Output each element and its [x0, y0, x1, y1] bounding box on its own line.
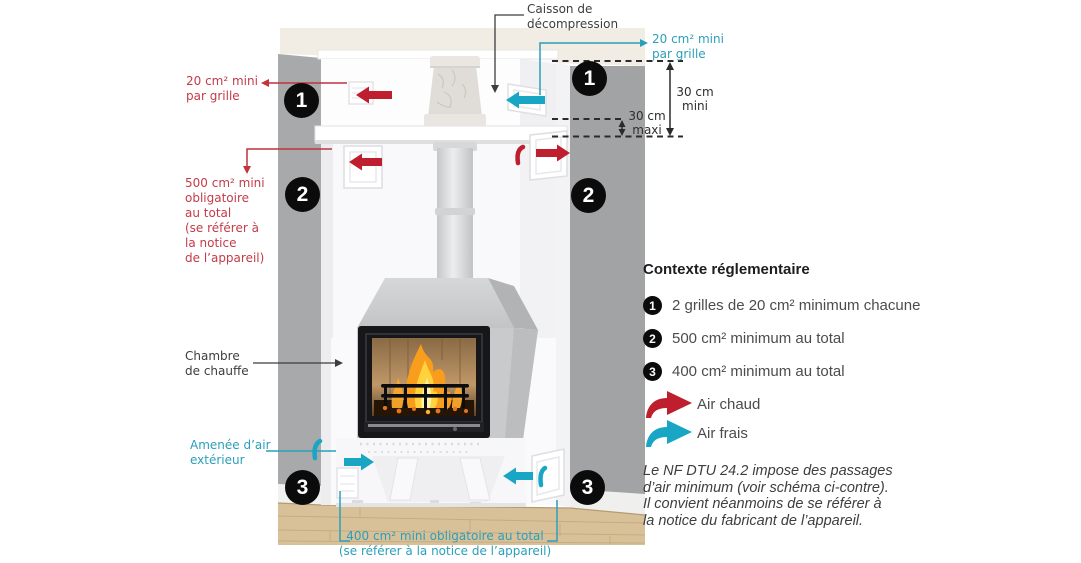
badge-2-right: 2	[571, 178, 606, 213]
badge-1-left: 1	[284, 83, 319, 118]
grille-bottom-left	[336, 467, 359, 499]
grille-mid-left	[343, 145, 383, 189]
hot-air-arrow-icon	[356, 86, 392, 104]
air-chaud-arrow-icon	[646, 391, 692, 418]
floor-planks	[277, 506, 646, 544]
grille-top-right-label: 20 cm² mini par grille	[652, 32, 724, 61]
flames	[391, 344, 463, 408]
badge-2-left: 2	[285, 177, 320, 212]
total-500-label: 500 cm² mini obligatoire au total (se ré…	[185, 176, 265, 265]
firebox	[358, 326, 490, 438]
legend-badge-3: 3	[643, 362, 662, 381]
grille-bottom-right	[531, 448, 565, 503]
legend-badge-1: 1	[643, 296, 662, 315]
chambre-label: Chambre de chauffe	[185, 349, 249, 378]
leader-lines	[243, 14, 683, 542]
caisson-label: Caisson de décompression	[527, 2, 619, 31]
total-400-label: 400 cm² mini obligatoire au total (se ré…	[338, 529, 552, 558]
chimney-pot	[424, 56, 486, 126]
fresh-air-arrow-icon	[344, 453, 374, 471]
legend-arrow-icons	[646, 391, 692, 447]
fresh-air-arrow-icon	[506, 91, 545, 109]
dim-30cm-mini: 30 cm mini	[676, 85, 714, 113]
air-frais-label: Air frais	[697, 425, 748, 442]
air-frais-arrow-icon	[646, 420, 692, 447]
legend-item-1: 2 grilles de 20 cm² minimum chacune	[672, 297, 921, 314]
embers	[382, 405, 468, 415]
hood	[357, 278, 514, 328]
air-chaud-label: Air chaud	[697, 396, 761, 413]
badge-1-right: 1	[572, 61, 607, 96]
flue-pipe	[433, 142, 477, 282]
base-pedestal	[336, 438, 526, 507]
airflow-arrows	[312, 86, 570, 488]
dim-30cm-maxi: 30 cm maxi	[628, 109, 666, 137]
legend-title: Contexte réglementaire	[643, 261, 810, 278]
fresh-air-arrow-icon	[503, 467, 533, 485]
hot-air-arrow-icon	[536, 144, 570, 162]
grille-left-label: 20 cm² mini par grille	[186, 74, 258, 103]
legend-item-2: 500 cm² minimum au total	[672, 330, 845, 347]
fireplace-structure	[314, 49, 570, 507]
badge-3-right: 3	[570, 470, 605, 505]
badge-3-left: 3	[285, 470, 320, 505]
legend-note: Le NF DTU 24.2 impose des passages d’air…	[643, 463, 893, 529]
fresh-air-flag-icon	[538, 465, 548, 488]
legend-badge-2: 2	[643, 329, 662, 348]
amenee-label: Amenée d’air extérieur	[190, 438, 271, 467]
legend-item-3: 400 cm² minimum au total	[672, 363, 845, 380]
fresh-air-flag-icon	[312, 438, 323, 461]
hot-air-arrow-icon	[349, 153, 382, 171]
log-retainer	[381, 384, 469, 410]
hot-air-flag-icon	[515, 144, 526, 166]
